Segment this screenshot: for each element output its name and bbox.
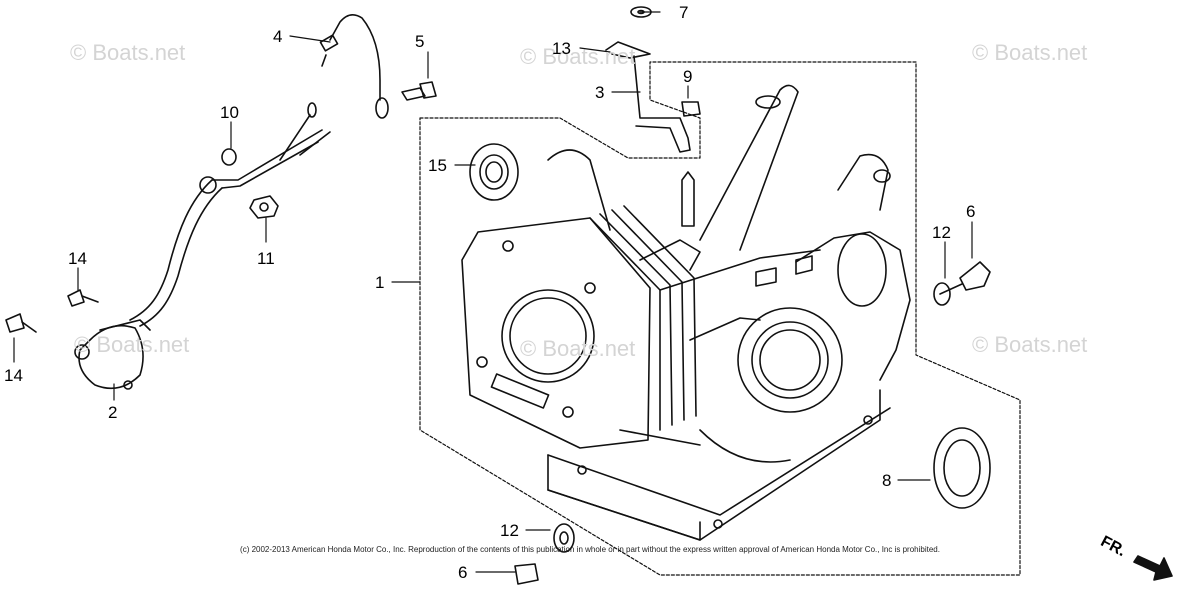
callout-12: 12 [500,521,519,540]
oil-switch-assembly [74,102,331,390]
callout-4: 4 [273,27,283,46]
watermark: © Boats.net [520,44,636,69]
bolt-14-b [5,313,37,333]
callout-5: 5 [415,32,425,51]
washer-10 [221,148,237,166]
leader-lines [13,11,973,573]
bolt-6-right [939,261,991,295]
spring-13 [605,41,651,59]
assembly-boundary [419,61,1021,576]
nut-9 [681,101,701,117]
copyright-notice: (c) 2002-2013 American Honda Motor Co., … [240,545,940,554]
callout-14: 14 [4,366,23,385]
rod-3 [633,55,691,153]
watermark: © Boats.net [520,336,636,361]
ground-wire [319,14,389,119]
washer-7 [630,6,652,18]
bolt-5 [401,81,437,101]
watermark: © Boats.net [74,332,190,357]
oil-seal-8 [933,427,991,509]
callout-12: 12 [932,223,951,242]
watermark: © Boats.net [972,40,1088,65]
callout-11: 11 [257,249,275,268]
callout-6: 6 [966,202,976,221]
callout-15: 15 [428,156,447,175]
bolt-6-bottom [514,563,539,585]
callout-9: 9 [683,67,693,86]
bolt-14-a [67,289,99,307]
bearing-15 [469,143,519,201]
crankcase-block-1 [461,84,911,541]
callout-14: 14 [68,249,87,268]
callout-13: 13 [552,39,571,58]
washer-12-bottom [553,523,575,553]
front-arrow [1133,555,1173,581]
callout-8: 8 [882,471,892,490]
callout-10: 10 [220,103,239,122]
washer-12-right [933,282,951,306]
callout-3: 3 [595,83,605,102]
nut-11 [249,195,279,219]
watermark: © Boats.net [70,40,186,65]
callout-2: 2 [108,403,118,422]
callout-1: 1 [375,273,385,292]
watermark: © Boats.net [972,332,1088,357]
callout-7: 7 [679,3,689,22]
callout-6: 6 [458,563,468,582]
